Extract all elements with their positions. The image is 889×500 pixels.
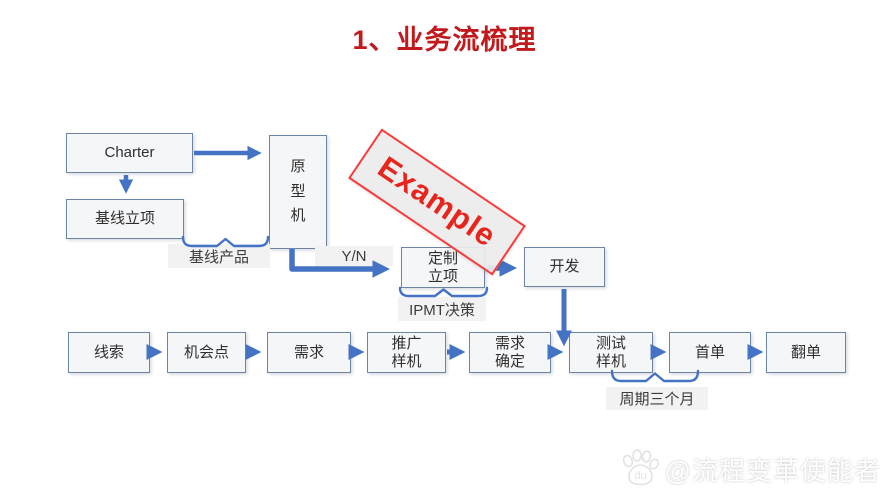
watermark-text: @流程变革使能者 <box>664 455 881 486</box>
node-test-sample: 测试 样机 <box>569 332 653 373</box>
tag-baseline-product: 基线产品 <box>168 244 270 268</box>
tag-ipmt-decision: IPMT决策 <box>398 297 486 321</box>
watermark: du @流程变革使能者 <box>618 448 881 490</box>
node-charter: Charter <box>66 133 193 173</box>
node-leads: 线索 <box>68 332 150 373</box>
tag-yn: Y/N <box>315 246 393 266</box>
brace-ipmt-decision <box>398 286 489 298</box>
node-first-order: 首单 <box>669 332 751 373</box>
node-repeat-order: 翻单 <box>766 332 846 373</box>
node-prototype: 原 型 机 <box>269 135 327 249</box>
node-development: 开发 <box>524 247 605 287</box>
node-opportunity: 机会点 <box>167 332 246 373</box>
paw-icon-text: du <box>634 470 646 482</box>
node-requirement: 需求 <box>267 332 351 373</box>
page-title: 1、业务流梳理 <box>352 25 537 55</box>
baidu-paw-icon: du <box>622 449 659 486</box>
node-baseline-approval: 基线立项 <box>66 199 184 239</box>
node-promo-sample: 推广 样机 <box>367 332 446 373</box>
tag-cycle-three-months: 周期三个月 <box>606 387 708 410</box>
node-requirement-confirm: 需求 确定 <box>469 332 551 373</box>
